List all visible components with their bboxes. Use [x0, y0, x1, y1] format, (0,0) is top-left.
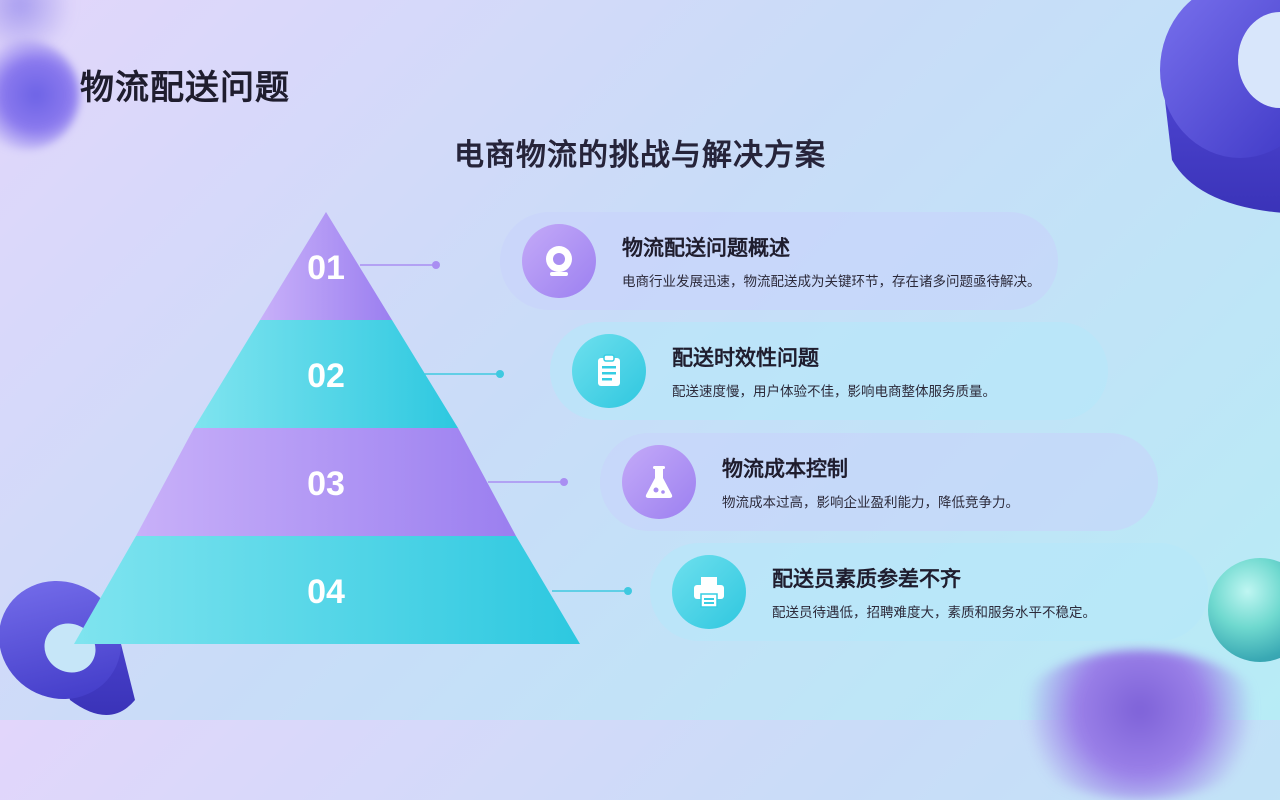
pyramid-number-4: 04	[307, 573, 345, 611]
card-title: 物流成本控制	[722, 457, 848, 481]
card-description: 物流成本过高，影响企业盈利能力，降低竞争力。	[722, 495, 1019, 511]
pyramid-level-1	[260, 212, 392, 320]
info-card-2: 配送时效性问题 配送速度慢，用户体验不佳，影响电商整体服务质量。	[550, 322, 1108, 420]
clipboard-icon	[572, 334, 646, 408]
pyramid-number-3: 03	[307, 465, 345, 503]
card-title: 配送员素质参差不齐	[772, 567, 961, 591]
flask-icon	[622, 445, 696, 519]
slide-graphics: 01 02 03 04	[0, 0, 1280, 715]
slide-subtitle: 电商物流的挑战与解决方案	[454, 138, 826, 173]
card-title: 配送时效性问题	[672, 346, 819, 370]
slide-title: 物流配送问题	[80, 68, 290, 108]
info-card-4: 配送员素质参差不齐 配送员待遇低，招聘难度大，素质和服务水平不稳定。	[650, 543, 1208, 641]
pyramid-level-3	[136, 428, 516, 536]
card-title: 物流配送问题概述	[622, 236, 790, 260]
pyramid-level-4	[74, 536, 580, 644]
decorative-torus-top-right	[1160, 0, 1280, 213]
pyramid-number-1: 01	[307, 249, 345, 287]
card-description: 配送速度慢，用户体验不佳，影响电商整体服务质量。	[672, 384, 996, 400]
info-card-1: 物流配送问题概述 电商行业发展迅速，物流配送成为关键环节，存在诸多问题亟待解决。	[500, 212, 1058, 310]
connector-2	[424, 370, 504, 378]
info-card-3: 物流成本控制 物流成本过高，影响企业盈利能力，降低竞争力。	[600, 433, 1158, 531]
pyramid-level-2	[194, 320, 458, 428]
card-description: 电商行业发展迅速，物流配送成为关键环节，存在诸多问题亟待解决。	[622, 274, 1041, 290]
decorative-torus-bottom-left	[0, 580, 135, 715]
card-description: 配送员待遇低，招聘难度大，素质和服务水平不稳定。	[772, 605, 1096, 621]
pyramid-number-2: 02	[307, 357, 345, 395]
connector-4	[552, 587, 632, 595]
camera-icon	[522, 224, 596, 298]
connector-3	[488, 478, 568, 486]
printer-icon	[672, 555, 746, 629]
connector-1	[360, 261, 440, 269]
